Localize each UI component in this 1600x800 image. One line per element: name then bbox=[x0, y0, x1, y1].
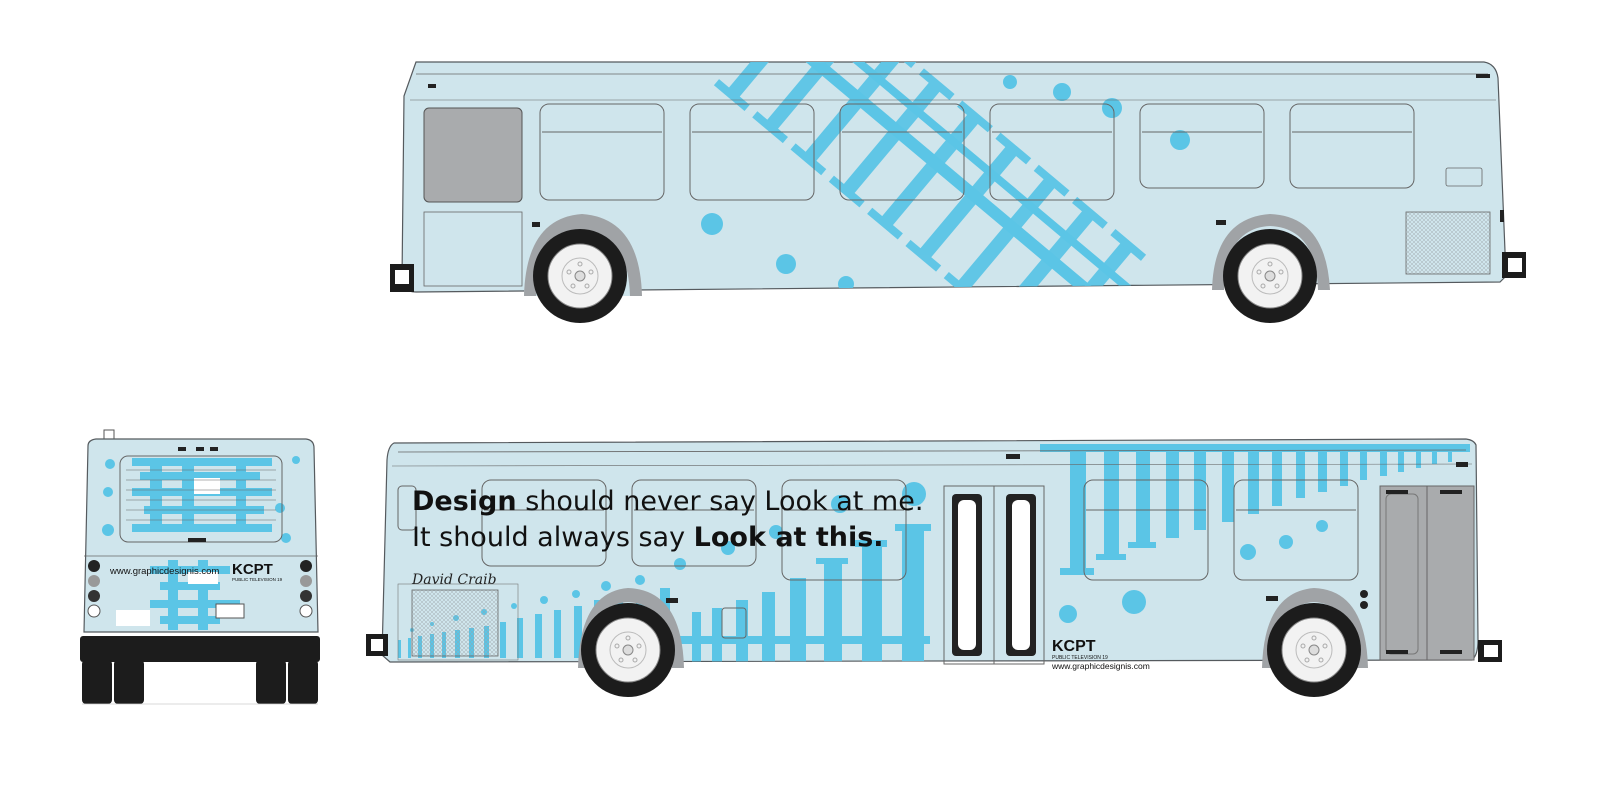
rear-brand-tagline: PUBLIC TELEVISION 19 bbox=[232, 577, 283, 582]
rear-brand-logo: KCPT bbox=[232, 561, 273, 578]
brand-logo: KCPT bbox=[1052, 638, 1096, 655]
engine-grille bbox=[1405, 211, 1491, 275]
rear-wheel bbox=[1222, 228, 1318, 324]
tail-lights bbox=[87, 560, 313, 618]
brand-url: www.graphicdesignis.com bbox=[1051, 661, 1150, 671]
rear-bumper bbox=[80, 636, 320, 662]
rear-brand-url: www.graphicdesignis.com bbox=[109, 566, 219, 577]
rear-wheel bbox=[1266, 602, 1362, 698]
bus-side-view-bottom: Design should never say Look at me. It s… bbox=[366, 438, 1502, 698]
brand-tagline: PUBLIC TELEVISION 19 bbox=[1052, 655, 1108, 661]
side-windows bbox=[539, 103, 1415, 201]
bus-side-view-top bbox=[390, 61, 1526, 324]
front-wheel bbox=[580, 602, 676, 698]
rear-doors bbox=[1379, 485, 1475, 661]
front-wheel bbox=[532, 228, 628, 324]
quote-author: David Craib bbox=[411, 572, 497, 588]
side-windows bbox=[397, 479, 1359, 581]
bus-rear-view: www.graphicdesignis.com KCPT PUBLIC TELE… bbox=[80, 429, 320, 705]
quote-line-1: Design should never say Look at me. bbox=[412, 486, 923, 517]
bus-body bbox=[83, 438, 319, 633]
middle-doors bbox=[943, 485, 1045, 665]
front-grille bbox=[411, 589, 499, 657]
quote-line-2: It should always say Look at this. bbox=[412, 522, 884, 553]
front-window-panel bbox=[423, 107, 523, 203]
